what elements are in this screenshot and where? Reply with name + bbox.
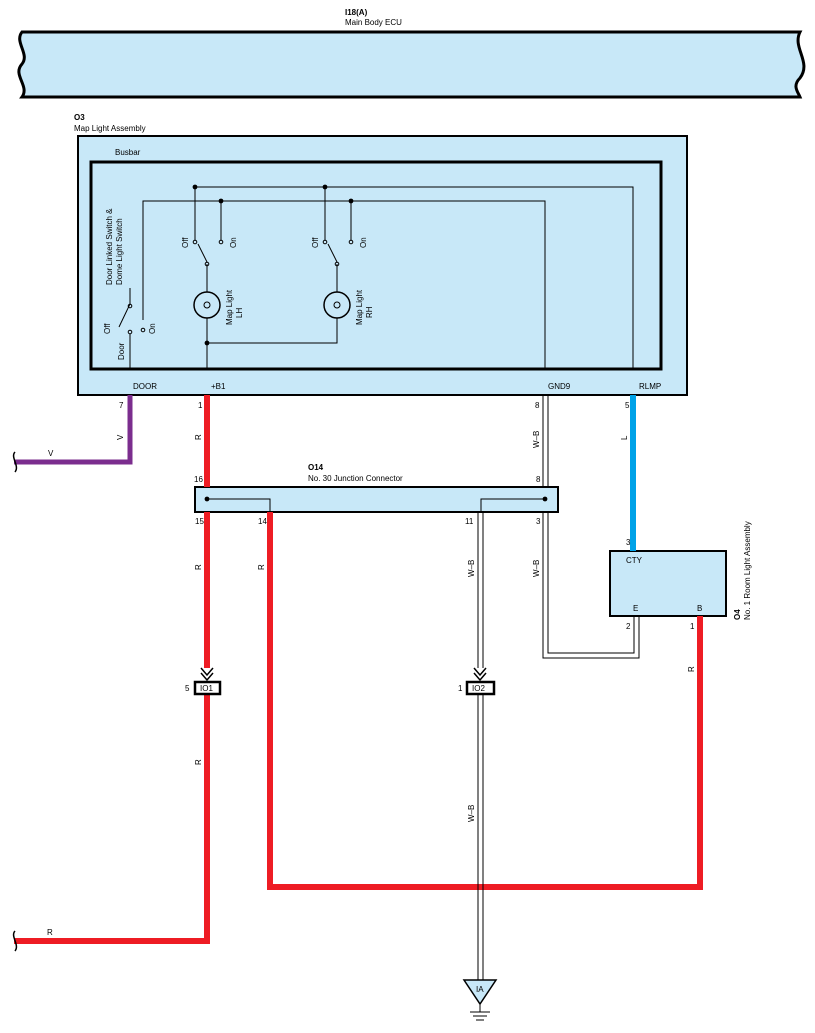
terminal-b1: +B1 bbox=[211, 382, 226, 391]
wire-label-v-horiz: V bbox=[48, 449, 54, 458]
wire-break-v-icon bbox=[12, 451, 18, 473]
pin-o14-8: 8 bbox=[536, 475, 541, 484]
wire-label-l: L bbox=[620, 435, 629, 440]
o3-name: Map Light Assembly bbox=[74, 124, 146, 133]
map-light-rh-1: Map Light bbox=[355, 289, 364, 325]
o4-name: No. 1 Room Light Assembly bbox=[743, 521, 752, 620]
rh-switch-off: Off bbox=[311, 237, 320, 248]
io1-connector bbox=[193, 667, 222, 696]
pin-o4-3: 3 bbox=[626, 538, 631, 547]
io1-label: IO1 bbox=[200, 684, 213, 693]
wire-v bbox=[14, 395, 133, 465]
pin-o3-door: 7 bbox=[119, 401, 124, 410]
wire-r-14 bbox=[267, 512, 703, 890]
terminal-rlmp: RLMP bbox=[639, 382, 661, 391]
io2-pin: 1 bbox=[458, 684, 463, 693]
o14-id: O14 bbox=[308, 463, 324, 472]
o3-id: O3 bbox=[74, 113, 85, 122]
terminal-gnd9: GND9 bbox=[548, 382, 571, 391]
wire-wb-gnd9 bbox=[542, 395, 549, 487]
pin-o4-1: 1 bbox=[690, 622, 695, 631]
busbar-box bbox=[89, 160, 663, 371]
ground-label: IA bbox=[476, 985, 484, 994]
wire-label-wb-io2: W–B bbox=[467, 805, 476, 822]
contacts bbox=[127, 184, 354, 346]
map-light-rh-2: RH bbox=[365, 306, 374, 318]
pin-o14-14: 14 bbox=[258, 517, 267, 526]
room-light-b: B bbox=[697, 604, 702, 613]
io1-pin: 5 bbox=[185, 684, 190, 693]
bulb-rh-icon bbox=[323, 291, 351, 319]
map-light-lh-1: Map Light bbox=[225, 289, 234, 325]
io2-connector bbox=[465, 667, 496, 696]
wire-label-r-b1: R bbox=[194, 434, 203, 440]
ecu-id: I18(A) bbox=[345, 8, 368, 17]
room-light-cty: CTY bbox=[626, 556, 643, 565]
junction-internal bbox=[207, 498, 545, 512]
door-switch-off: Off bbox=[103, 323, 112, 334]
o14-name: No. 30 Junction Connector bbox=[308, 474, 403, 483]
wire-label-wb-11: W–B bbox=[467, 560, 476, 577]
map-light-lh-2: LH bbox=[235, 308, 244, 318]
wire-break-r-icon bbox=[12, 930, 18, 952]
room-light-e: E bbox=[633, 604, 638, 613]
pin-o3-gnd9: 8 bbox=[535, 401, 540, 410]
io2-label: IO2 bbox=[472, 684, 485, 693]
wire-label-r-15: R bbox=[194, 564, 203, 570]
wire-wb-3 bbox=[542, 512, 640, 659]
door-switch-on: On bbox=[148, 323, 157, 334]
door-switch-door: Door bbox=[117, 342, 126, 360]
busbar-label: Busbar bbox=[115, 148, 141, 157]
wire-label-r-io1: R bbox=[194, 759, 203, 765]
pin-o14-15: 15 bbox=[195, 517, 204, 526]
lh-switch-on: On bbox=[229, 237, 238, 248]
pin-o14-3: 3 bbox=[536, 517, 541, 526]
pin-o3-b1: 1 bbox=[198, 401, 203, 410]
wire-label-wb-3: W–B bbox=[532, 560, 541, 577]
wire-wb-11 bbox=[477, 512, 484, 980]
terminal-door: DOOR bbox=[133, 382, 157, 391]
door-switch-name-2: Dome Light Switch bbox=[115, 218, 124, 285]
pin-o3-rlmp: 5 bbox=[625, 401, 630, 410]
map-light-assembly-box bbox=[77, 135, 688, 396]
lh-switch-off: Off bbox=[181, 237, 190, 248]
rh-switch-on: On bbox=[359, 237, 368, 248]
wire-label-r-horiz: R bbox=[47, 928, 53, 937]
bulb-lh-icon bbox=[193, 291, 221, 319]
ecu-name: Main Body ECU bbox=[345, 18, 402, 27]
wire-label-wb-gnd9: W–B bbox=[532, 431, 541, 448]
wire-r-io1 bbox=[14, 694, 210, 944]
room-light-assembly-box bbox=[609, 550, 727, 617]
junction-dot-right bbox=[542, 496, 548, 502]
wire-label-r-o4: R bbox=[687, 666, 696, 672]
door-switch-name-1: Door Linked Switch & bbox=[105, 208, 114, 285]
wire-label-r-14: R bbox=[257, 564, 266, 570]
main-body-ecu bbox=[17, 30, 806, 99]
o4-id: O4 bbox=[733, 609, 742, 620]
wire-label-v-vert: V bbox=[116, 434, 125, 440]
pin-o4-2: 2 bbox=[626, 622, 631, 631]
junction-dot-left bbox=[204, 496, 210, 502]
pin-o14-16: 16 bbox=[194, 475, 203, 484]
ground-icon bbox=[462, 979, 498, 1021]
pin-o14-11: 11 bbox=[465, 517, 474, 526]
